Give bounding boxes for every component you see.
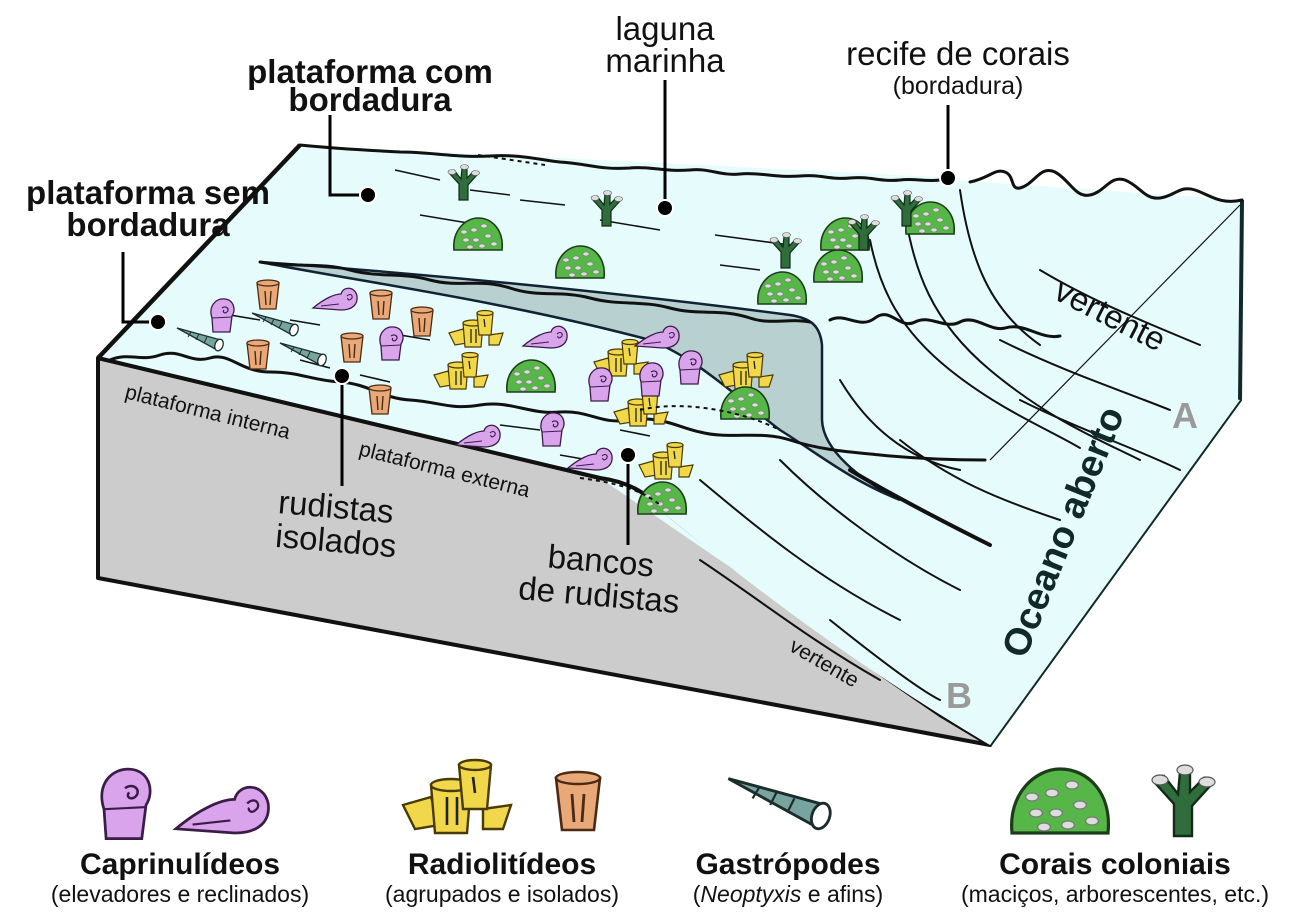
leader-dots <box>149 169 957 464</box>
label-laguna-line2: marinha <box>605 42 725 79</box>
radiolitid-single-icon <box>554 770 602 832</box>
branching-coral-icon <box>1150 763 1217 838</box>
radiolitid-single-icon <box>369 289 393 320</box>
radiolitid-single-icon <box>256 279 280 310</box>
caprinulid-elevator-icon <box>210 298 235 333</box>
radiolitid-single-icon <box>246 339 270 370</box>
legend-title: Caprinulídeos <box>80 848 280 881</box>
legend-item-gastropodes: Gastrópodes (Neoptyxis e afins) <box>693 777 883 907</box>
radiolitid-single-icon <box>340 332 364 363</box>
label-plataforma-com-bordadura-line2: bordadura <box>288 81 452 118</box>
label-block-b: B <box>946 675 972 716</box>
caprinulid-recliner-icon <box>174 785 270 835</box>
legend-subtitle: (elevadores e reclinados) <box>51 881 309 907</box>
caprinulid-elevator-icon <box>588 367 613 402</box>
label-plataforma-sem-bordadura-line1: plataforma sem <box>26 174 270 211</box>
legend-item-corais-coloniais: Corais coloniais (maciços, arborescentes… <box>961 763 1269 907</box>
label-bancos-line1: bancos <box>546 537 655 583</box>
legend-subtitle: (agrupados e isolados) <box>385 881 619 907</box>
radiolitid-cluster-icon <box>401 758 513 835</box>
legend-title: Corais coloniais <box>999 848 1231 881</box>
label-plataforma-com-bordadura-line1: plataforma com <box>247 53 493 90</box>
legend-title: Radiolitídeos <box>408 848 596 881</box>
caprinulid-elevator-icon <box>678 350 703 385</box>
gastropod-icon <box>726 777 836 833</box>
label-plataforma-sem-bordadura-line2: bordadura <box>66 206 230 243</box>
caprinulid-elevator-icon <box>540 412 565 447</box>
legend-title: Gastrópodes <box>695 848 880 881</box>
legend-subtitle: (Neoptyxis e afins) <box>693 881 883 907</box>
label-block-a: A <box>1172 395 1198 436</box>
caprinulid-elevator-icon <box>639 362 664 397</box>
caprinulid-elevator-icon <box>379 326 404 361</box>
legend-item-caprinulideos: Caprinulídeos (elevadores e reclinados) <box>51 767 309 907</box>
label-recife-bordadura: (bordadura) <box>893 72 1024 100</box>
label-recife-de-corais: recife de corais <box>846 35 1070 72</box>
legend: Caprinulídeos (elevadores e reclinados) … <box>51 758 1269 907</box>
legend-item-radiolitideos: Radiolitídeos (agrupados e isolados) <box>385 758 619 907</box>
radiolitid-single-icon <box>368 384 392 415</box>
massive-coral-icon <box>1010 767 1111 835</box>
radiolitid-single-icon <box>410 306 434 337</box>
caprinulid-elevator-icon <box>100 767 152 840</box>
leader-lines <box>121 80 950 545</box>
label-laguna-line1: laguna <box>615 10 715 47</box>
legend-subtitle: (maciços, arborescentes, etc.) <box>961 881 1269 907</box>
